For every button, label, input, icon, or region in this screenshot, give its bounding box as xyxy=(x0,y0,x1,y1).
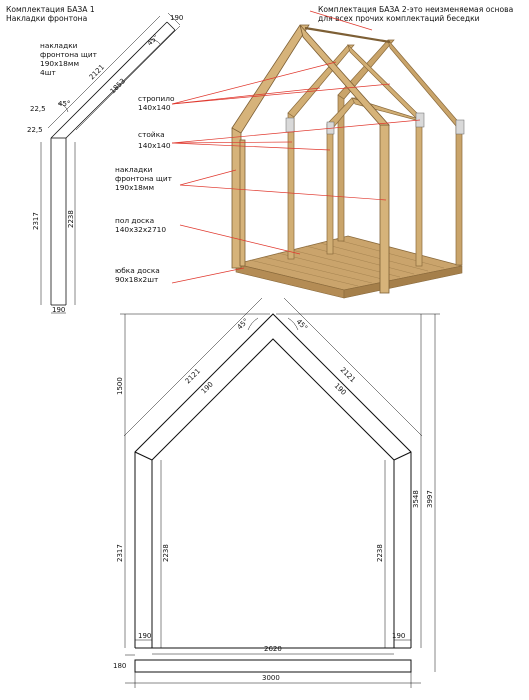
dim-height-total: 3997 xyxy=(426,490,434,508)
sp-dim-slant-outer: 2121 xyxy=(88,63,106,81)
small-part-drawing xyxy=(40,12,181,314)
part-label-2: фронтона щит xyxy=(40,50,97,59)
dim-angle-left: 45° xyxy=(236,317,250,331)
dim-total-width: 3000 xyxy=(262,674,280,682)
dim-slant-right: 2121 xyxy=(339,366,357,384)
gazebo-frame-illustration xyxy=(231,24,465,299)
dim-wall-inner-right: 2238 xyxy=(376,544,384,562)
part-label-1: накладки xyxy=(40,41,78,50)
front-elevation-dimensions xyxy=(120,297,440,688)
dim-slant-left-width: 190 xyxy=(200,380,215,395)
sp-dim-22-5a: 22,5 xyxy=(30,105,46,113)
sp-dim-bottom: 190 xyxy=(52,306,65,314)
callout-skirt-l2: 90x18x2шт xyxy=(115,275,159,284)
callout-rafter-l1: стропило xyxy=(138,94,175,103)
part-label-4: 4шт xyxy=(40,68,56,77)
callout-post-l2: 140x140 xyxy=(138,141,171,150)
dim-height-side: 3548 xyxy=(412,490,420,508)
callout-floor-l2: 140x32x2710 xyxy=(115,225,167,234)
sp-dim-22-5b: 22,5 xyxy=(27,126,43,134)
dim-inner-width: 2620 xyxy=(264,645,282,653)
dim-base-height: 180 xyxy=(113,662,126,670)
sp-dim-angle-mid: 45° xyxy=(58,100,70,108)
callout-lines xyxy=(171,10,421,284)
callout-post-l1: стойка xyxy=(138,130,165,139)
header-right-title: Комплектация БАЗА 2-это неизменяемая осн… xyxy=(318,5,514,14)
dim-wall-inner-left: 2238 xyxy=(162,544,170,562)
dim-height-roof: 1500 xyxy=(116,377,124,395)
callout-floor-l1: пол доска xyxy=(115,216,155,225)
dim-post-right: 190 xyxy=(392,632,405,640)
dim-post-left: 190 xyxy=(138,632,151,640)
header-left-subtitle: Накладки фронтона xyxy=(6,14,88,23)
sp-dim-leg-outer: 2317 xyxy=(32,212,40,230)
callout-skirt-l1: юбка доска xyxy=(115,266,160,275)
header-right-subtitle: для всех прочих комплектаций беседки xyxy=(318,14,480,23)
front-elevation-drawing xyxy=(134,313,412,673)
dim-wall-outer: 2317 xyxy=(116,544,124,562)
part-label-3: 190x18мм xyxy=(40,59,80,68)
dim-slant-left: 2121 xyxy=(184,367,202,385)
sp-dim-top: 190 xyxy=(170,14,183,22)
dim-angle-right: 45° xyxy=(295,318,309,332)
callout-pediment-l1: накладки xyxy=(115,165,153,174)
sp-dim-angle-top: 45° xyxy=(146,33,160,47)
header-left-title: Комплектация БАЗА 1 xyxy=(6,5,95,14)
callout-rafter-l2: 140x140 xyxy=(138,103,171,112)
callout-pediment-l3: 190x18мм xyxy=(115,183,155,192)
sp-dim-leg-inner: 2238 xyxy=(67,210,75,228)
callout-pediment-l2: фронтона щит xyxy=(115,174,172,183)
dim-slant-right-width: 190 xyxy=(333,382,348,397)
